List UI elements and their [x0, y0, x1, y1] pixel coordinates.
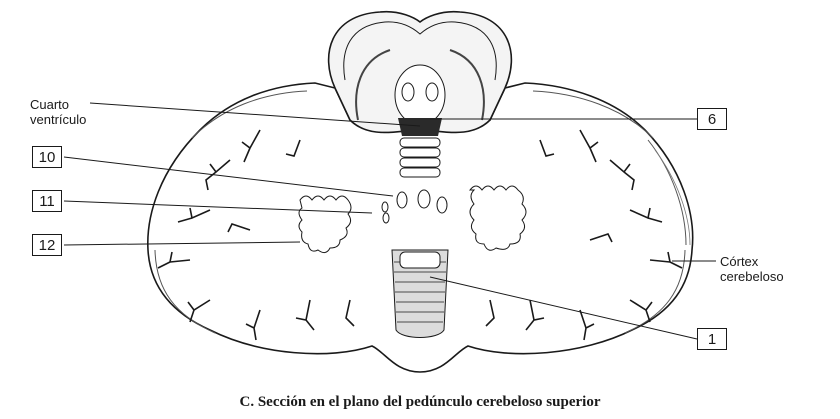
label-cuarto-ventriculo: Cuarto ventrículo: [30, 97, 86, 127]
dentate-nucleus-left: [298, 195, 352, 254]
callout-box-6: 6: [697, 108, 727, 130]
callout-box-11: 11: [32, 190, 62, 212]
label-cortex-line1: Córtex: [720, 254, 759, 269]
leader-lines: [63, 102, 716, 340]
brainstem-upper: [399, 137, 441, 178]
folia-left: [157, 129, 355, 341]
fourth-ventricle: [398, 118, 442, 136]
label-cuarto-line1: Cuarto: [30, 97, 70, 112]
label-cuarto-line2: ventrículo: [30, 112, 87, 127]
label-cortex-cerebeloso: Córtex cerebeloso: [720, 254, 784, 284]
dentate-nucleus-right: [468, 185, 527, 251]
folia-right: [485, 129, 683, 341]
label-cortex-line2: cerebeloso: [720, 269, 784, 284]
callout-box-12: 12: [32, 234, 62, 256]
deep-nuclei: [381, 189, 448, 224]
callout-box-10: 10: [32, 146, 62, 168]
figure-caption: C. Sección en el plano del pedúnculo cer…: [239, 394, 601, 410]
callout-box-1: 1: [697, 328, 727, 350]
